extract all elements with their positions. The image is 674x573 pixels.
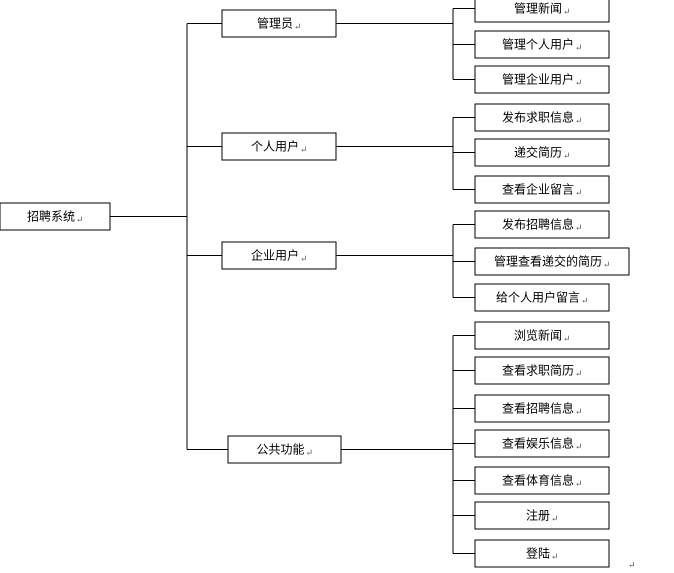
paragraph-mark: ↵ (563, 335, 571, 345)
node-company-post: 发布招聘信息↵ (474, 210, 610, 239)
paragraph-mark: ↵ (581, 297, 589, 307)
node-label: 注册 (526, 508, 550, 523)
node-box (474, 0, 610, 23)
connector-lines (110, 8, 475, 554)
node-admin-company: 管理企业用户↵ (474, 65, 610, 94)
node-box (474, 466, 610, 495)
paragraph-mark: ↵ (76, 216, 84, 226)
paragraph-mark: ↵ (603, 261, 611, 271)
node-box (474, 247, 630, 276)
paragraph-mark: ↵ (300, 146, 308, 156)
node-box (474, 30, 610, 59)
node-personal-submit: 递交简历↵ (474, 138, 610, 167)
paragraph-mark: ↵ (551, 515, 559, 525)
node-label: 管理企业用户 (502, 72, 574, 87)
node-label: 管理员 (257, 16, 293, 31)
node-label: 查看娱乐信息 (502, 436, 574, 451)
node-label: 查看企业留言 (502, 182, 574, 197)
node-label: 管理个人用户 (502, 37, 574, 52)
node-box (474, 103, 610, 132)
node-public-ent: 查看娱乐信息↵ (474, 429, 610, 458)
node-label: 企业用户 (251, 248, 299, 263)
node-box (227, 435, 342, 464)
paragraph-mark: ↵ (294, 23, 302, 33)
paragraph-mark: ↵ (575, 408, 583, 418)
node-label: 管理新闻 (514, 1, 562, 16)
paragraph-mark: ↵ (575, 443, 583, 453)
node-box (474, 501, 610, 530)
paragraph-mark: ↵ (575, 117, 583, 127)
node-root: 招聘系统↵ (0, 202, 111, 231)
node-personal: 个人用户↵ (221, 132, 337, 161)
node-label: 管理查看递交的简历 (494, 254, 602, 269)
paragraph-mark: ↵ (551, 553, 559, 563)
diagram-nodes: 招聘系统↵管理员↵管理新闻↵管理个人用户↵管理企业用户↵个人用户↵发布求职信息↵… (0, 0, 630, 568)
node-box (474, 65, 610, 94)
node-box (474, 138, 610, 167)
paragraph-mark: ↵ (575, 44, 583, 54)
node-personal-post: 发布求职信息↵ (474, 103, 610, 132)
node-public-login: 登陆↵ (474, 539, 610, 568)
trailing-paragraph-mark: ↵ (628, 561, 636, 571)
node-label: 给个人用户留言 (496, 290, 580, 305)
node-label: 查看体育信息 (502, 473, 574, 488)
node-box (0, 202, 111, 231)
paragraph-mark: ↵ (306, 449, 314, 459)
node-box (474, 321, 610, 350)
node-box (474, 539, 610, 568)
node-box (221, 9, 337, 38)
node-box (474, 429, 610, 458)
node-label: 查看求职简历 (502, 364, 574, 378)
node-label: 发布求职信息 (502, 110, 574, 125)
node-public-jobs: 查看招聘信息↵ (474, 394, 610, 423)
node-label: 个人用户 (251, 139, 299, 154)
node-box (221, 241, 337, 270)
node-label: 查看招聘信息 (502, 401, 574, 416)
node-label: 登陆 (526, 546, 550, 561)
node-label: 递交简历 (514, 145, 562, 160)
paragraph-mark: ↵ (575, 224, 583, 234)
node-box (474, 210, 610, 239)
node-public: 公共功能↵ (227, 435, 342, 464)
node-personal-view-msg: 查看企业留言↵ (474, 175, 610, 204)
node-box (221, 132, 337, 161)
paragraph-mark: ↵ (563, 152, 571, 162)
paragraph-mark: ↵ (563, 8, 571, 18)
node-company-manage: 管理查看递交的简历↵ (474, 247, 630, 276)
node-public-news: 浏览新闻↵ (474, 321, 610, 350)
node-box (474, 175, 610, 204)
node-label: 发布招聘信息 (502, 217, 574, 232)
paragraph-mark: ↵ (300, 255, 308, 265)
node-label: 浏览新闻 (514, 328, 562, 343)
paragraph-mark: ↵ (575, 480, 583, 490)
node-public-resume: 查看求职简历↵ (474, 356, 610, 385)
node-admin-personal: 管理个人用户↵ (474, 30, 610, 59)
node-public-sports: 查看体育信息↵ (474, 466, 610, 495)
node-public-register: 注册↵ (474, 501, 610, 530)
node-label: 公共功能 (256, 443, 304, 457)
paragraph-mark: ↵ (575, 79, 583, 89)
node-company: 企业用户↵ (221, 241, 337, 270)
node-company-msg: 给个人用户留言↵ (474, 283, 610, 312)
node-box (474, 283, 610, 312)
node-admin-news: 管理新闻↵ (474, 0, 610, 23)
paragraph-mark: ↵ (575, 189, 583, 199)
paragraph-mark: ↵ (575, 370, 583, 380)
node-admin: 管理员↵ (221, 9, 337, 38)
node-box (474, 356, 610, 385)
node-label: 招聘系统 (27, 210, 75, 224)
node-box (474, 394, 610, 423)
